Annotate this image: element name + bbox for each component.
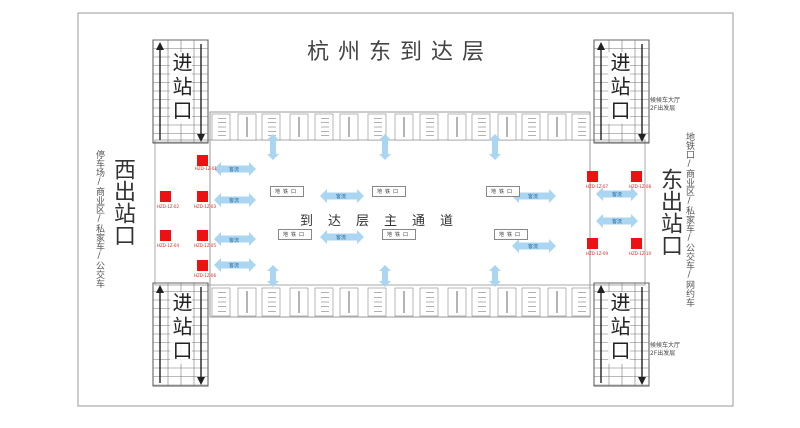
note-se-line2: 2F出发层 bbox=[650, 350, 676, 357]
ad-code-label: HZD-1Z-08 bbox=[629, 184, 652, 189]
ad-code-label: HZD-1Z-07 bbox=[586, 184, 609, 189]
metro-entrance-box: 地铁口 bbox=[486, 186, 521, 197]
flow-arrow-vertical bbox=[267, 134, 279, 160]
note-ne-line1: 候候车大厅 bbox=[650, 97, 681, 104]
main-concourse bbox=[209, 111, 591, 318]
flow-label: 客流 bbox=[528, 194, 539, 200]
entry-arrow-head bbox=[197, 134, 205, 142]
metro-entrance-box: 地铁口 bbox=[270, 186, 305, 197]
entrance-sw-label: 进站口 bbox=[169, 292, 193, 364]
flow-label: 客流 bbox=[229, 167, 240, 173]
ad-code-label: HZD-1Z-06 bbox=[194, 273, 217, 278]
flow-label: 客流 bbox=[612, 219, 623, 225]
ad-code-label: HZD-1Z-03 bbox=[194, 204, 217, 209]
flow-label: 客流 bbox=[336, 194, 347, 200]
west-exit-label: 西出站口 bbox=[110, 158, 135, 246]
ad-code-label: HZD-1Z-09 bbox=[586, 251, 609, 256]
flow-label: 客流 bbox=[612, 192, 623, 198]
entry-arrow-head bbox=[197, 377, 205, 385]
entry-arrow-head bbox=[638, 377, 646, 385]
ad-position-marker bbox=[631, 171, 642, 182]
west-exit-destinations: 停车场/商业区/私家车/公交车 bbox=[94, 150, 104, 288]
flow-arrow-vertical bbox=[489, 265, 501, 287]
page-title: 杭州东到达层 bbox=[306, 40, 493, 65]
entry-arrow-head bbox=[597, 42, 605, 50]
note-ne-line2: 2F出发层 bbox=[650, 105, 676, 112]
entry-arrow-head bbox=[638, 134, 646, 142]
ad-code-label: HZD-1Z-05 bbox=[194, 243, 217, 248]
metro-entrance-box: 地铁口 bbox=[278, 229, 313, 240]
entrance-ne-label: 进站口 bbox=[607, 52, 631, 124]
ad-code-label: HZD-1Z-02 bbox=[157, 204, 180, 209]
note-ne: 候候车大厅 2F出发层 bbox=[650, 97, 680, 113]
entrance-nw-label: 进站口 bbox=[169, 52, 193, 124]
flow-arrow-vertical bbox=[489, 134, 501, 160]
flow-arrow bbox=[596, 187, 638, 201]
ad-position-marker bbox=[197, 260, 208, 271]
ad-position-marker bbox=[160, 230, 171, 241]
flow-arrow bbox=[214, 193, 256, 207]
east-exit-label: 东出站口 bbox=[657, 168, 682, 256]
flow-arrow-vertical bbox=[379, 265, 391, 287]
metro-entrance-box: 地铁口 bbox=[372, 186, 407, 197]
note-se-line1: 候候车大厅 bbox=[650, 342, 681, 349]
flow-arrow bbox=[214, 232, 256, 246]
flow-arrow bbox=[320, 189, 364, 203]
east-exit-destinations: 地铁口/商业区/私家车/公交车/网约车 bbox=[684, 132, 694, 307]
ad-position-marker bbox=[197, 155, 208, 166]
ad-position-marker bbox=[587, 171, 598, 182]
flow-label: 客流 bbox=[528, 244, 539, 250]
flow-arrow bbox=[596, 214, 638, 228]
ad-code-label: HZD-1Z-04 bbox=[157, 243, 180, 248]
entry-arrow-head bbox=[156, 42, 164, 50]
ad-position-marker bbox=[197, 191, 208, 202]
main-passage-label: 到达层主通道 bbox=[300, 214, 469, 229]
flow-arrow-vertical bbox=[379, 134, 391, 160]
flow-arrow-vertical bbox=[267, 265, 279, 287]
map-frame bbox=[77, 12, 734, 407]
metro-entrance-box: 地铁口 bbox=[382, 229, 417, 240]
flow-label: 客流 bbox=[229, 263, 240, 269]
flow-arrow bbox=[320, 230, 364, 244]
flow-arrow bbox=[512, 189, 556, 203]
ad-position-marker bbox=[631, 238, 642, 249]
flow-label: 客流 bbox=[336, 235, 347, 241]
entry-arrow-head bbox=[597, 285, 605, 293]
flow-label: 客流 bbox=[229, 198, 240, 204]
ad-position-marker bbox=[160, 191, 171, 202]
flow-arrow bbox=[214, 258, 256, 272]
ad-position-marker bbox=[197, 230, 208, 241]
entrance-se-label: 进站口 bbox=[607, 292, 631, 364]
ad-code-label: HZD-1Z-01 bbox=[195, 166, 218, 171]
metro-entrance-box: 地铁口 bbox=[494, 229, 529, 240]
flow-arrow bbox=[512, 239, 556, 253]
ad-code-label: HZD-1Z-10 bbox=[629, 251, 652, 256]
entry-arrow-head bbox=[156, 285, 164, 293]
note-se: 候候车大厅 2F出发层 bbox=[650, 342, 680, 358]
flow-label: 客流 bbox=[229, 238, 240, 244]
flow-arrow bbox=[214, 162, 256, 176]
ad-position-marker bbox=[587, 238, 598, 249]
